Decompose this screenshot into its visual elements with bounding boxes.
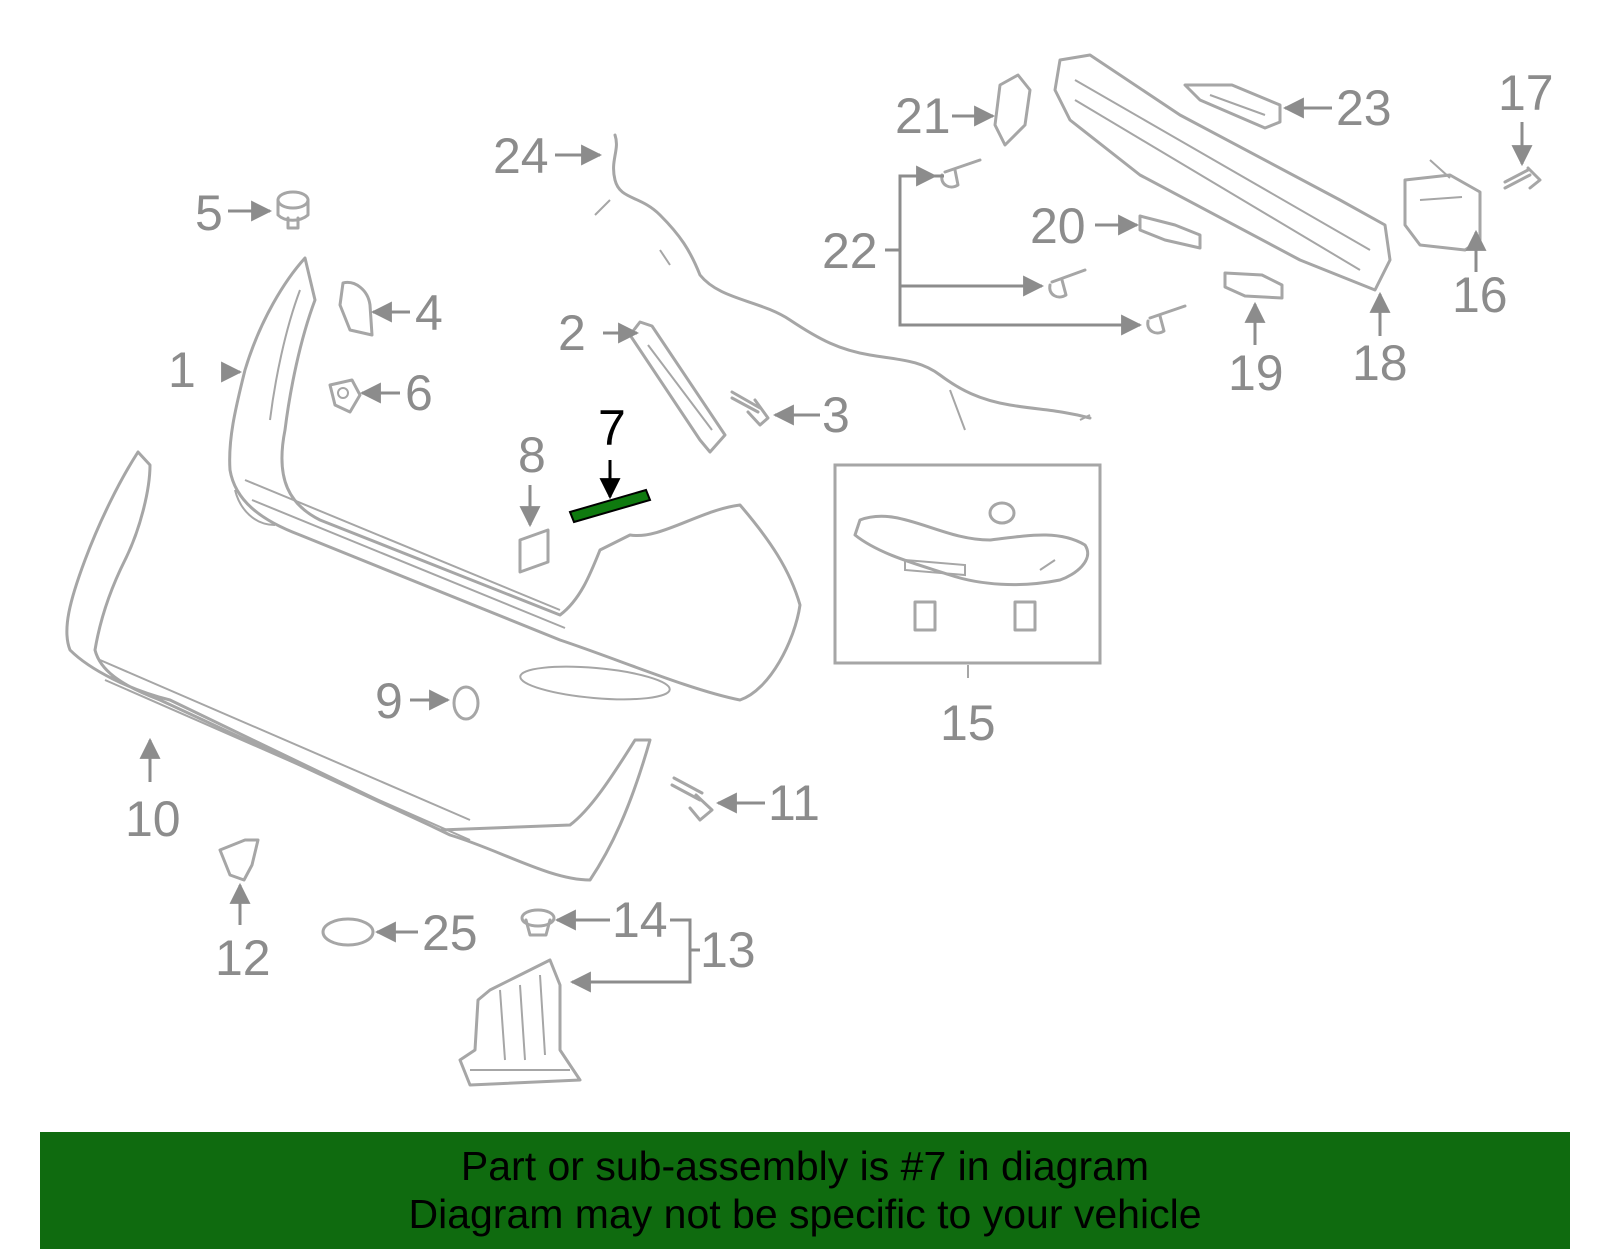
label-8: 8: [518, 427, 546, 483]
label-18: 18: [1352, 335, 1408, 391]
label-3: 3: [822, 387, 850, 443]
label-20: 20: [1030, 198, 1086, 254]
part-2-bracket: [628, 320, 727, 454]
label-15: 15: [940, 695, 996, 751]
part-19-bracket: [1223, 271, 1284, 300]
part-3-screw: [730, 390, 770, 427]
part-18-impact-bar: [1053, 53, 1392, 292]
label-9: 9: [375, 673, 403, 729]
banner-line-disclaimer: Diagram may not be specific to your vehi…: [408, 1191, 1202, 1237]
part-4-clip: [338, 280, 374, 337]
label-5: 5: [195, 185, 223, 241]
part-6-nut-clip: [328, 378, 362, 414]
part-11-bolt: [670, 776, 714, 822]
label-17: 17: [1498, 65, 1554, 121]
info-banner: Part or sub-assembly is #7 in diagram Di…: [40, 1132, 1570, 1249]
label-4: 4: [415, 285, 443, 341]
part-10-lower-valance: [65, 450, 652, 882]
part-17-bolt: [1503, 166, 1542, 190]
part-1-bumper-cover: [228, 256, 802, 702]
parts-diagram: 1 2 3 4 5 6 7 8 9 10 11 12 13 14 15 16 1…: [65, 53, 1554, 1087]
part-25-ring: [321, 917, 375, 947]
part-23-absorber: [1183, 83, 1282, 130]
label-2: 2: [558, 305, 586, 361]
label-25: 25: [422, 905, 478, 961]
part-9-grommet: [452, 685, 480, 721]
part-13-splash-shield: [458, 958, 582, 1087]
part-12-small-bracket: [218, 838, 260, 882]
part-5-push-pin: [276, 190, 310, 230]
label-24: 24: [493, 128, 549, 184]
part-16-bracket: [1403, 159, 1482, 252]
label-21: 21: [895, 88, 951, 144]
label-6: 6: [405, 365, 433, 421]
part-14-push-clip: [520, 908, 556, 937]
part-20-bracket: [1138, 214, 1202, 250]
part-22-push-pins: [940, 158, 1187, 335]
part-24-wiring-harness: [594, 133, 1092, 431]
label-16: 16: [1452, 267, 1508, 323]
label-14: 14: [612, 892, 668, 948]
label-11: 11: [768, 775, 820, 831]
banner-line-part: Part or sub-assembly is #7 in diagram: [460, 1143, 1150, 1189]
label-22: 22: [822, 223, 878, 279]
label-7: 7: [598, 400, 626, 456]
label-12: 12: [215, 930, 271, 986]
callout-arrows: [139, 97, 1533, 993]
label-13: 13: [700, 922, 756, 978]
label-10: 10: [125, 791, 181, 847]
label-19: 19: [1228, 345, 1284, 401]
label-23: 23: [1336, 80, 1392, 136]
part-8-pad: [518, 528, 550, 574]
part-21-bracket: [993, 73, 1032, 147]
label-1: 1: [168, 342, 196, 398]
callout-labels: 1 2 3 4 5 6 7 8 9 10 11 12 13 14 15 16 1…: [125, 65, 1554, 986]
part-7-highlighted-strip: [568, 488, 652, 524]
part-15-lamp-assembly: [833, 463, 1102, 678]
